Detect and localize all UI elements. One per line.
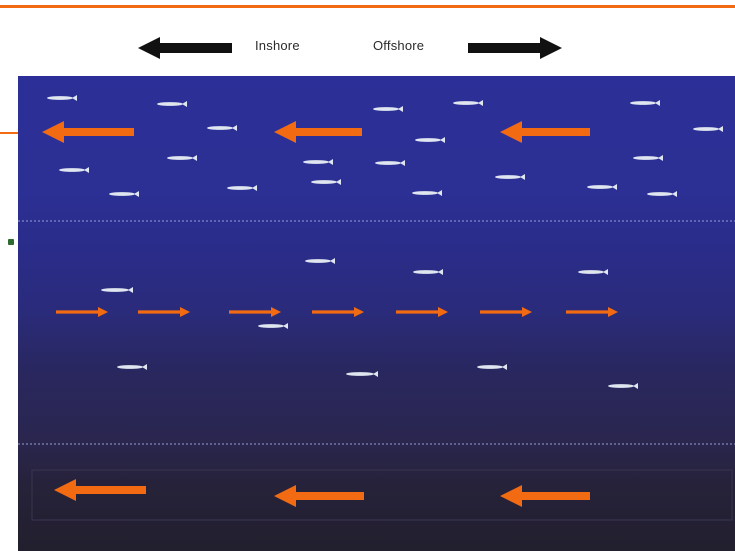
fish-icon xyxy=(258,323,288,329)
middle-current-arrow-right xyxy=(480,307,532,317)
middle-current-arrow-right xyxy=(56,307,108,317)
top-orange-rule xyxy=(0,5,735,8)
fish-icon xyxy=(167,155,197,161)
fish-icon xyxy=(303,159,333,165)
inshore-label: Inshore xyxy=(255,38,300,53)
fish-icon xyxy=(117,364,147,370)
fish-icon xyxy=(305,258,335,264)
middle-current-arrow-right xyxy=(312,307,364,317)
fish-icon xyxy=(415,137,445,143)
fish-icon xyxy=(693,126,723,132)
fish-icon xyxy=(157,101,187,107)
surface-current-arrow-left xyxy=(42,121,134,143)
arrow-right-icon xyxy=(468,37,562,59)
fish-icon xyxy=(47,95,77,101)
fish-icon xyxy=(630,100,660,106)
fish-icon xyxy=(59,167,89,173)
fish-icon xyxy=(375,160,405,166)
surface-current-arrow-left xyxy=(274,121,362,143)
surface-current-arrow-left xyxy=(500,121,590,143)
fish-icon xyxy=(311,179,341,185)
fish-icon xyxy=(453,100,483,106)
bottom-layer-frame xyxy=(31,469,733,521)
fish-icon xyxy=(207,125,237,131)
side-bullet-mark xyxy=(8,239,14,245)
fish-icon xyxy=(109,191,139,197)
side-orange-rule xyxy=(0,132,18,134)
fish-icon xyxy=(495,174,525,180)
fish-icon xyxy=(633,155,663,161)
fish-icon xyxy=(412,190,442,196)
arrow-left-icon xyxy=(138,37,232,59)
offshore-label: Offshore xyxy=(373,38,425,53)
fish-icon xyxy=(578,269,608,275)
fish-icon xyxy=(373,106,403,112)
bottom-current-arrow-left xyxy=(54,479,146,501)
middle-current-arrow-right xyxy=(229,307,281,317)
fish-icon xyxy=(101,287,133,293)
fish-icon xyxy=(587,184,617,190)
water-column-panel xyxy=(18,76,735,551)
fish-icon xyxy=(647,191,677,197)
fish-icon xyxy=(413,269,443,275)
water-column-scene xyxy=(18,95,735,521)
fish-icon xyxy=(608,383,638,389)
fish-icon xyxy=(227,185,257,191)
fish-icon xyxy=(477,364,507,370)
middle-current-arrow-right xyxy=(566,307,618,317)
middle-current-arrow-right xyxy=(138,307,190,317)
bottom-current-arrow-left xyxy=(500,485,590,507)
fish-icon xyxy=(346,371,378,377)
bottom-current-arrow-left xyxy=(274,485,364,507)
middle-current-arrow-right xyxy=(396,307,448,317)
